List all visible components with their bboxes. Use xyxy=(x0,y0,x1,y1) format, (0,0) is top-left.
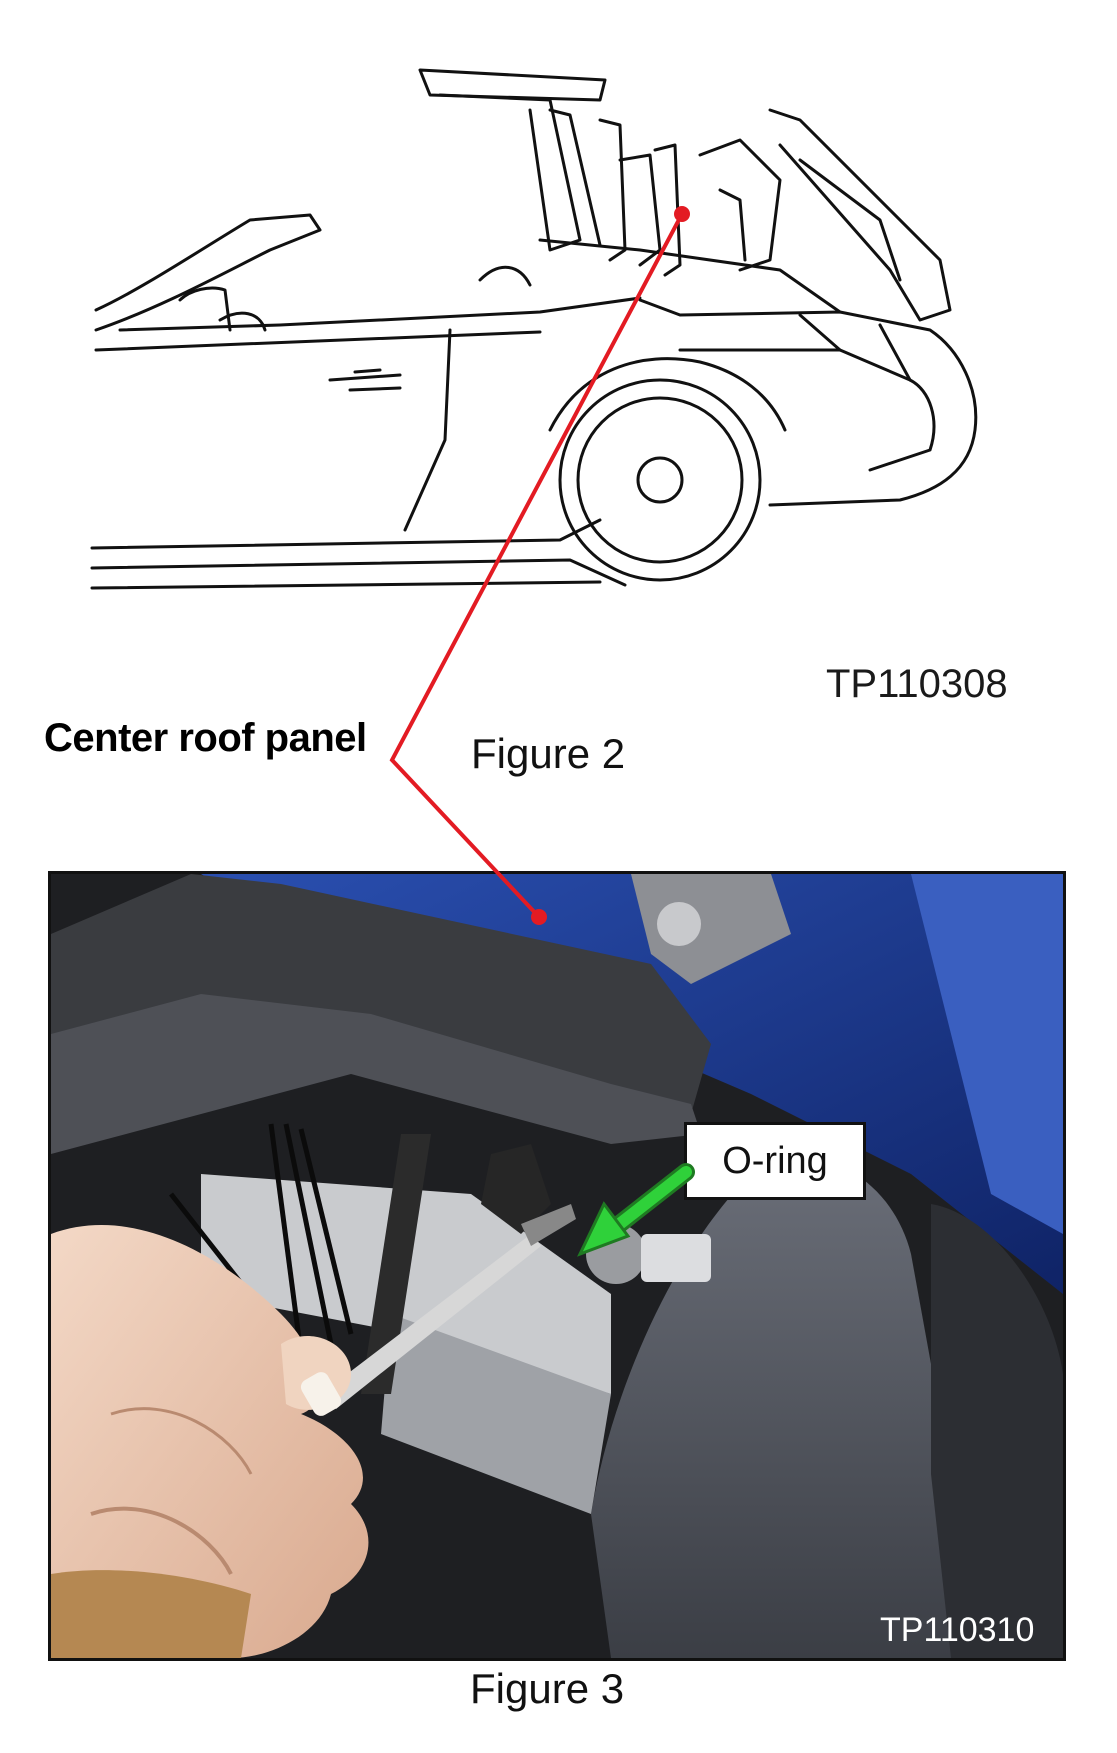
figure-2-code: TP110308 xyxy=(826,662,1008,706)
figure-3-caption: Figure 3 xyxy=(470,1665,625,1712)
figure-3-photo xyxy=(48,871,1066,1661)
figure-2-caption: Figure 2 xyxy=(471,730,626,777)
center-roof-panel-label: Center roof panel xyxy=(44,716,367,760)
figure-3-code: TP110310 xyxy=(880,1611,1035,1649)
car-line-drawing xyxy=(90,68,978,590)
o-ring-label: O-ring xyxy=(684,1122,866,1200)
